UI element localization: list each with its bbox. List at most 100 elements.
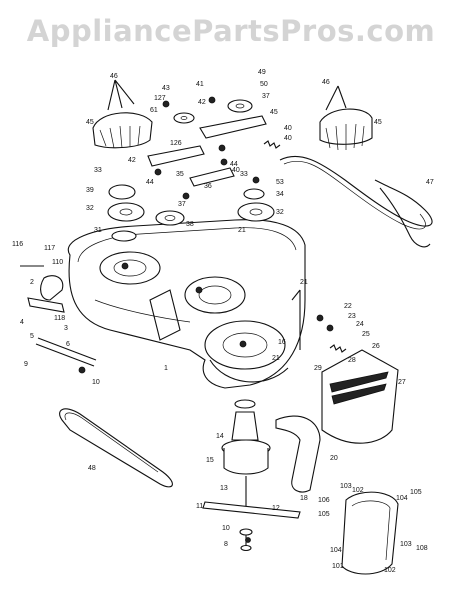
callout-24: 24 bbox=[356, 321, 364, 328]
callout-12: 12 bbox=[272, 505, 280, 512]
baffle bbox=[275, 415, 321, 493]
callout-26: 26 bbox=[372, 343, 380, 350]
drive-belt-upper bbox=[279, 155, 433, 227]
callout-45-mid: 45 bbox=[270, 109, 278, 116]
callout-110: 110 bbox=[52, 259, 63, 266]
mulch-cover bbox=[341, 491, 399, 575]
callout-28: 28 bbox=[348, 357, 356, 364]
callout-103-top: 103 bbox=[340, 483, 352, 490]
spring-right bbox=[329, 344, 347, 353]
callout-29: 29 bbox=[314, 365, 322, 372]
callout-116: 116 bbox=[12, 241, 23, 248]
callout-46-left: 46 bbox=[110, 73, 118, 80]
callout-33-left: 33 bbox=[94, 167, 102, 174]
callout-21-c: 21 bbox=[300, 279, 308, 286]
callout-9: 9 bbox=[24, 361, 28, 368]
callout-44-b: 44 bbox=[230, 161, 238, 168]
leader-lines bbox=[107, 79, 347, 350]
callout-43: 43 bbox=[162, 85, 170, 92]
callout-34: 34 bbox=[276, 191, 284, 198]
callout-101: 101 bbox=[332, 563, 344, 570]
drive-belt-upper-inner bbox=[283, 160, 426, 230]
callout-48: 48 bbox=[88, 465, 96, 472]
callout-6: 6 bbox=[66, 341, 70, 348]
callout-40-far: 40 bbox=[284, 125, 292, 132]
hardware-bolts bbox=[78, 96, 334, 543]
callout-20: 20 bbox=[330, 455, 338, 462]
callout-15: 15 bbox=[206, 457, 214, 464]
callout-42-top: 42 bbox=[198, 99, 206, 106]
callout-127: 127 bbox=[154, 95, 166, 102]
callout-45-right: 45 bbox=[374, 119, 382, 126]
spindle-assembly bbox=[221, 399, 271, 508]
callout-104-left: 104 bbox=[330, 547, 342, 554]
callout-39: 39 bbox=[86, 187, 94, 194]
callout-105-right: 105 bbox=[410, 489, 422, 496]
callout-47: 47 bbox=[426, 179, 434, 186]
callout-40-mid: 40 bbox=[284, 135, 292, 142]
callout-32-right: 32 bbox=[276, 209, 284, 216]
callout-22: 22 bbox=[344, 303, 352, 310]
callout-27: 27 bbox=[398, 379, 406, 386]
callout-118: 118 bbox=[54, 315, 65, 322]
cutting-blade bbox=[202, 501, 301, 519]
callout-25: 25 bbox=[362, 331, 370, 338]
callout-33-right: 33 bbox=[240, 171, 248, 178]
callout-36: 36 bbox=[204, 183, 212, 190]
callout-106-left: 106 bbox=[318, 497, 330, 504]
callout-3: 3 bbox=[64, 325, 68, 332]
callout-53: 53 bbox=[276, 179, 284, 186]
callout-40-right: 40 bbox=[232, 167, 240, 174]
deck-belt-lower bbox=[59, 408, 173, 488]
callout-18: 18 bbox=[300, 495, 308, 502]
callout-35: 35 bbox=[176, 171, 184, 178]
belt-guard-left bbox=[92, 112, 153, 149]
callout-37-mid: 37 bbox=[178, 201, 186, 208]
callout-2: 2 bbox=[30, 279, 34, 286]
pulley-top bbox=[173, 99, 253, 124]
idler-arm bbox=[147, 115, 267, 187]
callout-10-bottom: 10 bbox=[222, 525, 230, 532]
belt-guard-right bbox=[319, 108, 373, 151]
watermark: AppliancePartsPros.com bbox=[26, 14, 436, 48]
spindle-pulley-right bbox=[237, 188, 275, 222]
callout-46-right: 46 bbox=[322, 79, 330, 86]
callout-38: 38 bbox=[186, 221, 194, 228]
callout-1: 1 bbox=[164, 365, 168, 372]
callout-103-right: 103 bbox=[400, 541, 412, 548]
center-idler-pulley bbox=[155, 210, 185, 226]
callout-37-top: 37 bbox=[262, 93, 270, 100]
callouts: 46 45 61 42 33 127 126 43 41 42 49 50 37… bbox=[12, 69, 434, 574]
spindle-pulley-left bbox=[107, 184, 145, 242]
callout-45-left: 45 bbox=[86, 119, 94, 126]
callout-16: 16 bbox=[278, 339, 286, 346]
callout-126: 126 bbox=[170, 140, 182, 147]
callout-117: 117 bbox=[44, 245, 55, 252]
gauge-wheel-bracket bbox=[20, 265, 97, 367]
callout-44-a: 44 bbox=[146, 179, 154, 186]
callout-108: 108 bbox=[416, 545, 428, 552]
callout-41: 41 bbox=[196, 81, 204, 88]
callout-32-left: 32 bbox=[86, 205, 94, 212]
callout-42-left: 42 bbox=[128, 157, 136, 164]
callout-102-top: 102 bbox=[352, 487, 364, 494]
callout-21-a: 21 bbox=[238, 227, 246, 234]
callout-21-b: 21 bbox=[272, 355, 280, 362]
callout-4: 4 bbox=[20, 319, 24, 326]
callout-61: 61 bbox=[150, 107, 158, 114]
callout-8: 8 bbox=[224, 541, 228, 548]
callout-31: 31 bbox=[94, 227, 102, 234]
callout-5: 5 bbox=[30, 333, 34, 340]
spring bbox=[263, 140, 281, 149]
discharge-chute bbox=[321, 349, 399, 444]
callout-13: 13 bbox=[220, 485, 228, 492]
drive-belt-return bbox=[379, 187, 431, 248]
callout-104-right: 104 bbox=[396, 495, 408, 502]
mower-deck-housing bbox=[67, 219, 306, 389]
callout-23: 23 bbox=[348, 313, 356, 320]
callout-105-left: 105 bbox=[318, 511, 330, 518]
callout-14: 14 bbox=[216, 433, 224, 440]
callout-11: 11 bbox=[196, 503, 203, 510]
